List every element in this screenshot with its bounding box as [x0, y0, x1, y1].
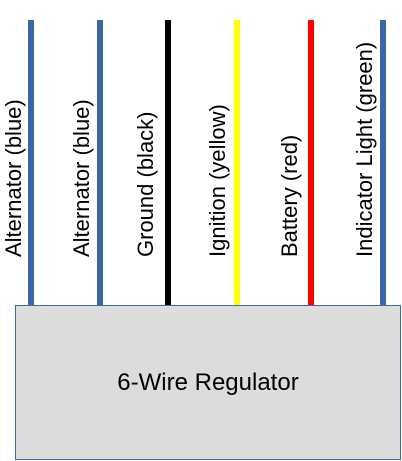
wire-label-indicator-light: Indicator Light (green): [352, 42, 377, 257]
wires-group: [28, 20, 386, 305]
regulator-box: [15, 305, 401, 460]
wire-label-alternator-1: Alternator (blue): [1, 99, 26, 257]
regulator-label: 6-Wire Regulator: [117, 369, 298, 396]
wire-label-battery: Battery (red): [277, 135, 302, 257]
wire-label-alternator-2: Alternator (blue): [69, 99, 94, 257]
wire-label-ignition: Ignition (yellow): [205, 104, 230, 257]
wire-label-ground: Ground (black): [133, 111, 158, 257]
wire-labels-group: Alternator (blue) Alternator (blue) Grou…: [1, 42, 377, 257]
